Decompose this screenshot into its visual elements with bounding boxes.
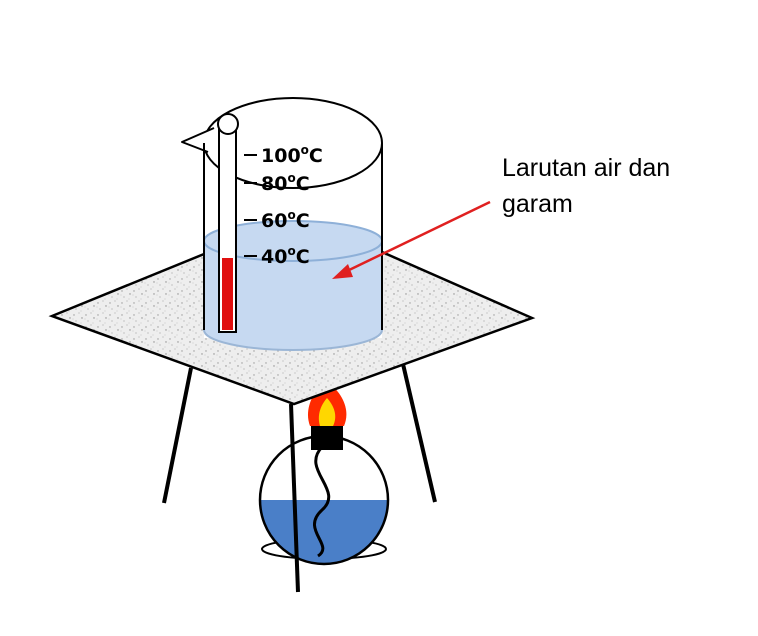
annotation-line-1: Larutan air dan	[502, 154, 671, 182]
tripod-leg-left	[162, 367, 193, 504]
thermometer: 100oC 80oC 60oC 40oC	[217, 113, 323, 333]
beaker-bottom	[203, 329, 383, 351]
annotation-label: Larutan air dan garam	[502, 150, 742, 222]
lamp-fuel	[260, 500, 388, 564]
lamp-neck	[311, 426, 343, 450]
tripod-leg-front	[289, 403, 300, 593]
thermometer-scale: 100oC 80oC 60oC 40oC	[244, 143, 323, 268]
thermometer-liquid	[222, 258, 233, 330]
tick-label-80: 80oC	[261, 171, 310, 195]
tripod-stand	[162, 363, 437, 504]
tripod-leg-right	[401, 363, 437, 503]
arrow-head	[332, 264, 353, 279]
arrow-line	[344, 200, 491, 274]
tick-label-60: 60oC	[261, 208, 310, 232]
beaker-spout	[181, 127, 215, 153]
annotation-line-2: garam	[502, 190, 573, 218]
spirit-lamp	[258, 380, 390, 566]
annotation-arrow	[332, 200, 491, 279]
thermometer-top-bulb	[217, 113, 239, 135]
lamp-wick	[313, 445, 331, 558]
tick-label-40: 40oC	[261, 244, 310, 268]
flame-core	[318, 398, 336, 426]
tick-label-100: 100oC	[261, 143, 323, 167]
